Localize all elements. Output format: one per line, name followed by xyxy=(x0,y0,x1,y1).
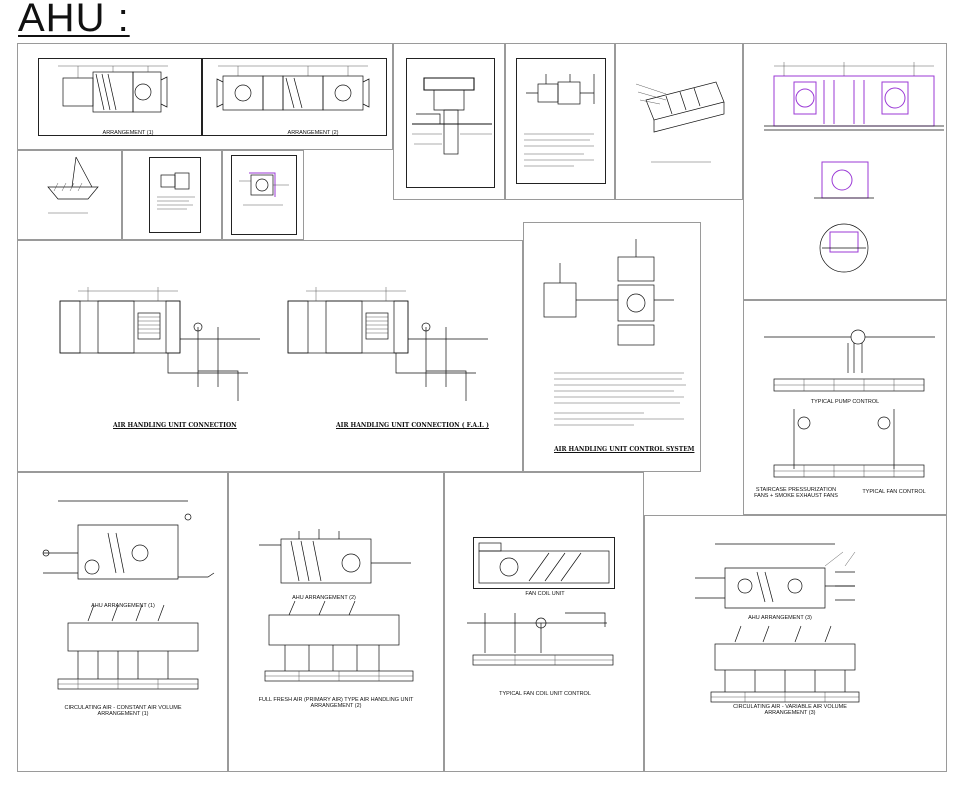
sheet-pump-control[interactable]: TYPICAL PUMP CONTROL STAIRCASE PRESSURIZ… xyxy=(743,300,947,515)
ahu-connection-drawing xyxy=(59,287,488,401)
sheet-vav-arrangement[interactable]: AHU ARRANGEMENT (3) CIRCULATING AIR - VA… xyxy=(644,515,947,772)
pump-control-label: TYPICAL PUMP CONTROL xyxy=(810,399,880,405)
fan-coil-drawing xyxy=(467,542,614,666)
hanger-detail-drawing xyxy=(47,156,99,214)
cav-ahu-label: AHU ARRANGEMENT (1) xyxy=(91,603,155,609)
sheet-mini-schematic-1[interactable] xyxy=(122,150,222,240)
sheet-ahu-control-system[interactable]: AIR HANDLING UNIT CONTROL SYSTEM xyxy=(523,222,701,472)
full-fresh-air-drawing xyxy=(259,529,414,682)
fan-coil-label: FAN COIL UNIT xyxy=(525,591,565,597)
sheet-roof-detail[interactable] xyxy=(393,43,505,200)
sheet-mini-schematic-2[interactable] xyxy=(222,150,304,240)
vav-caption: CIRCULATING AIR - VARIABLE AIR VOLUME AR… xyxy=(733,704,847,716)
control-system-title: AIR HANDLING UNIT CONTROL SYSTEM xyxy=(554,446,695,453)
staircase-fans-label: STAIRCASE PRESSURIZATION FANS + SMOKE EX… xyxy=(754,487,838,499)
ahu-plan-drawing xyxy=(764,62,944,273)
vav-ahu-label: AHU ARRANGEMENT (3) xyxy=(748,615,812,621)
ffa-ahu-label: AHU ARRANGEMENT (2) xyxy=(292,595,356,601)
control-schematic-drawing xyxy=(524,74,595,167)
sheet-cav-arrangement[interactable]: AHU ARRANGEMENT (1) CIRCULATING AIR - CO… xyxy=(17,472,228,772)
vav-arrangement-drawing xyxy=(695,543,860,703)
sheet-ahu-connection[interactable]: AIR HANDLING UNIT CONNECTION AIR HANDLIN… xyxy=(17,240,523,472)
ahu-connection-fai-label: AIR HANDLING UNIT CONNECTION ( F.A.I. ) xyxy=(336,422,489,429)
sheet-control-schematic[interactable] xyxy=(505,43,615,200)
arrangement-1-label: ARRANGEMENT (1) xyxy=(102,130,154,136)
sheet-ahu-arrangements[interactable]: ARRANGEMENT (1) ARRANGEMENT (2) xyxy=(17,43,393,150)
mini-schematic-2-drawing xyxy=(239,172,289,206)
sheet-ahu-isometric[interactable] xyxy=(615,43,743,200)
sheet-full-fresh-air[interactable]: AHU ARRANGEMENT (2) FULL FRESH AIR (PRIM… xyxy=(228,472,444,772)
ahu-arrangement-drawing xyxy=(58,65,370,113)
arrangement-2-label: ARRANGEMENT (2) xyxy=(287,130,339,136)
page-title: AHU : xyxy=(18,0,130,40)
pump-control-drawing xyxy=(764,329,935,478)
ahu-connection-label: AIR HANDLING UNIT CONNECTION xyxy=(113,422,237,429)
fan-control-label: TYPICAL FAN CONTROL xyxy=(862,489,926,495)
ahu-control-system-drawing xyxy=(543,239,686,426)
sheet-hanger-detail[interactable] xyxy=(17,150,122,240)
mini-schematic-1-drawing xyxy=(157,172,195,210)
sheet-ahu-plan-purple[interactable] xyxy=(743,43,947,300)
cav-caption: CIRCULATING AIR - CONSTANT AIR VOLUME AR… xyxy=(64,705,182,717)
cav-arrangement-drawing xyxy=(42,500,215,690)
roof-detail-drawing xyxy=(412,77,492,155)
ahu-isometric-drawing xyxy=(635,81,725,163)
sheet-fan-coil[interactable]: FAN COIL UNIT TYPICAL FAN COIL UNIT CONT… xyxy=(444,472,644,772)
ffa-caption: FULL FRESH AIR (PRIMARY AIR) TYPE AIR HA… xyxy=(258,697,414,709)
fan-coil-control-caption: TYPICAL FAN COIL UNIT CONTROL xyxy=(499,691,591,697)
